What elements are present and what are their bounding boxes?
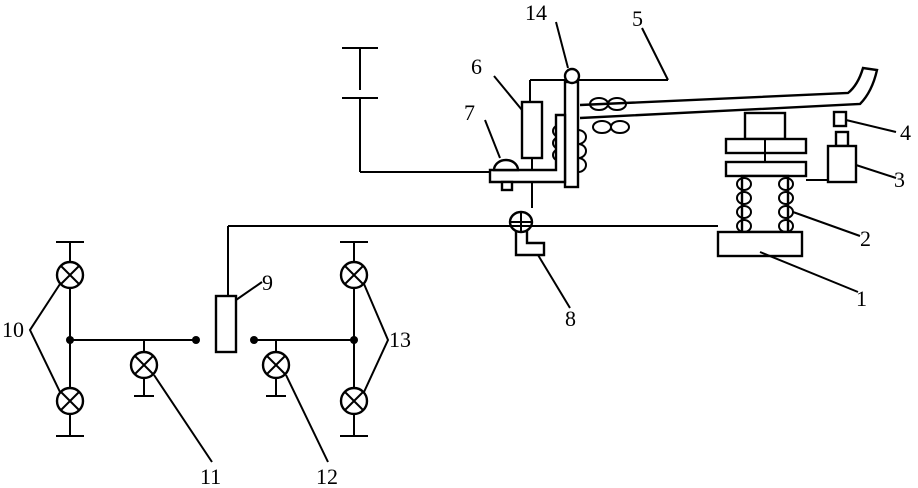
label-9: 9 [262,270,273,295]
leader-lines [28,21,897,463]
right-turn-lamp-bottom [339,386,369,416]
label-3: 3 [894,167,905,192]
left-indicator-lamp [129,350,159,380]
left-lamp-circuit [56,241,196,437]
label-5: 5 [632,6,643,31]
right-indicator-lamp [261,350,291,380]
pivot-plate [563,67,581,189]
label-6: 6 [471,54,482,79]
contact-point [832,110,848,128]
label-2: 2 [860,226,871,251]
supply-wire [227,225,718,296]
left-turn-lamp-bottom [55,386,85,416]
turn-switch [192,294,258,354]
label-4: 4 [900,120,911,145]
right-turn-lamp-top [339,260,369,290]
terminal-bracket [488,113,567,192]
label-8: 8 [565,306,576,331]
battery-symbol [342,47,505,173]
right-lamp-circuit [254,241,368,437]
label-13: 13 [389,327,411,352]
label-12: 12 [316,464,338,488]
condenser [806,130,858,184]
terminal-bracket-lower [508,210,546,257]
label-14: 14 [525,0,547,25]
label-7: 7 [464,100,475,125]
label-11: 11 [200,464,221,488]
label-1: 1 [856,286,867,311]
coil-winding [736,177,794,233]
label-10: 10 [2,317,24,342]
electromagnet [716,111,808,258]
resistance-wire [520,100,544,208]
armature-arm [529,66,879,120]
left-turn-lamp-top [55,260,85,290]
